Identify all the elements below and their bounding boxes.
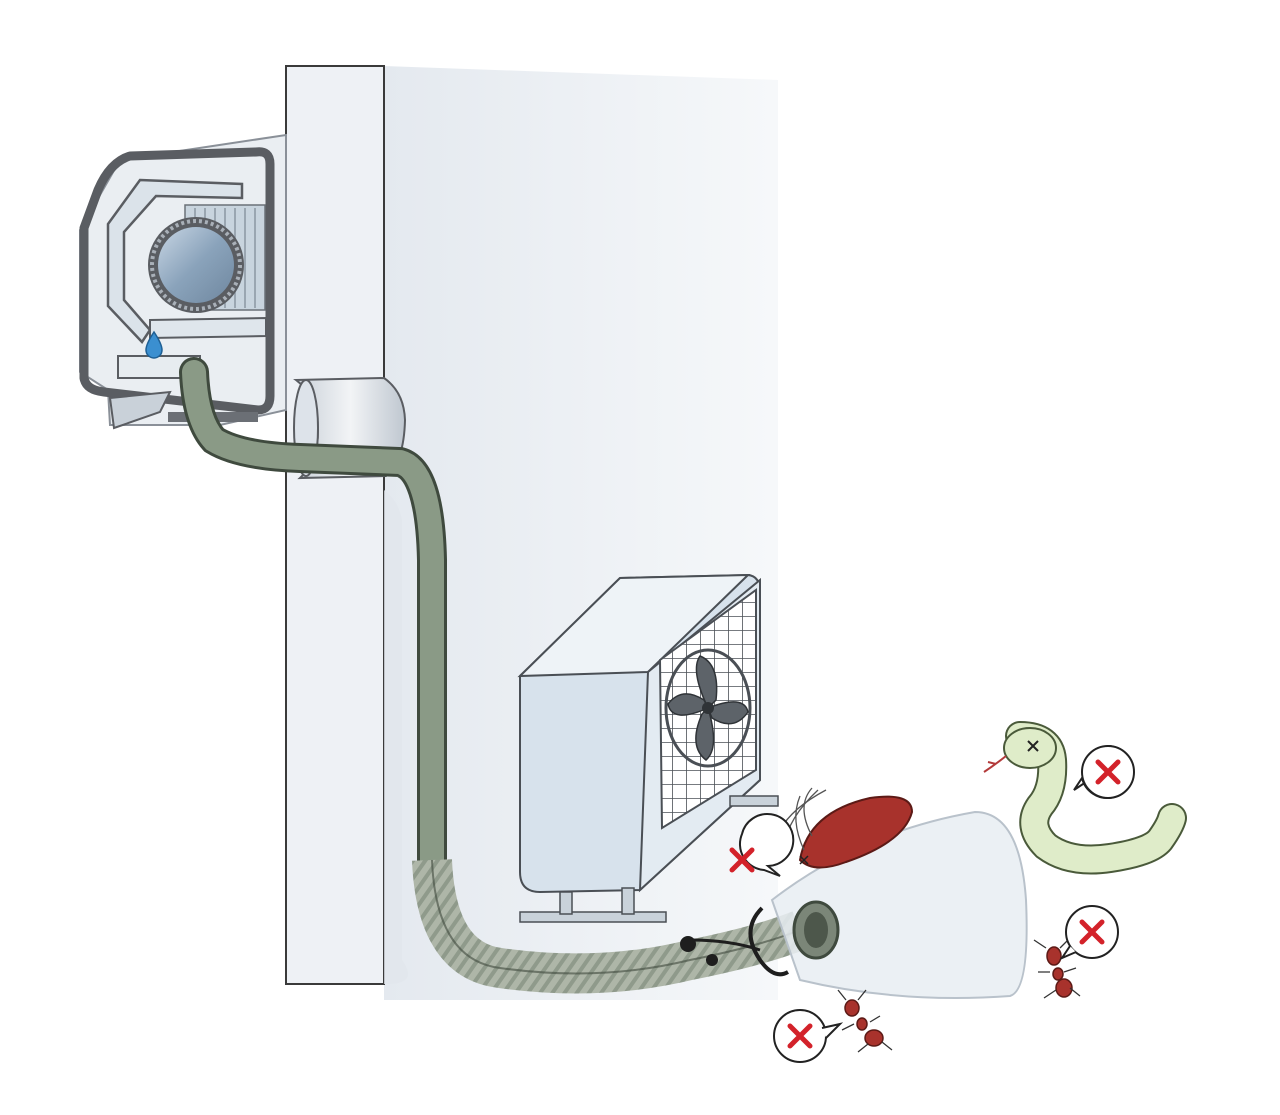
outdoor-ac-unit-icon — [517, 573, 779, 923]
ant-icon — [837, 989, 893, 1053]
deny-mark-icon — [729, 813, 795, 877]
deny-mark-icon — [1059, 905, 1119, 961]
deny-mark-icon — [1073, 744, 1135, 799]
ant-icon — [1033, 937, 1081, 999]
snake-icon — [983, 721, 1187, 875]
mesh-bag-icon — [680, 810, 1028, 999]
drain-hose-icon — [179, 357, 815, 994]
indoor-ac-unit-icon — [79, 133, 287, 430]
deny-mark-icon — [773, 1009, 844, 1063]
water-drop-icon — [145, 330, 163, 359]
